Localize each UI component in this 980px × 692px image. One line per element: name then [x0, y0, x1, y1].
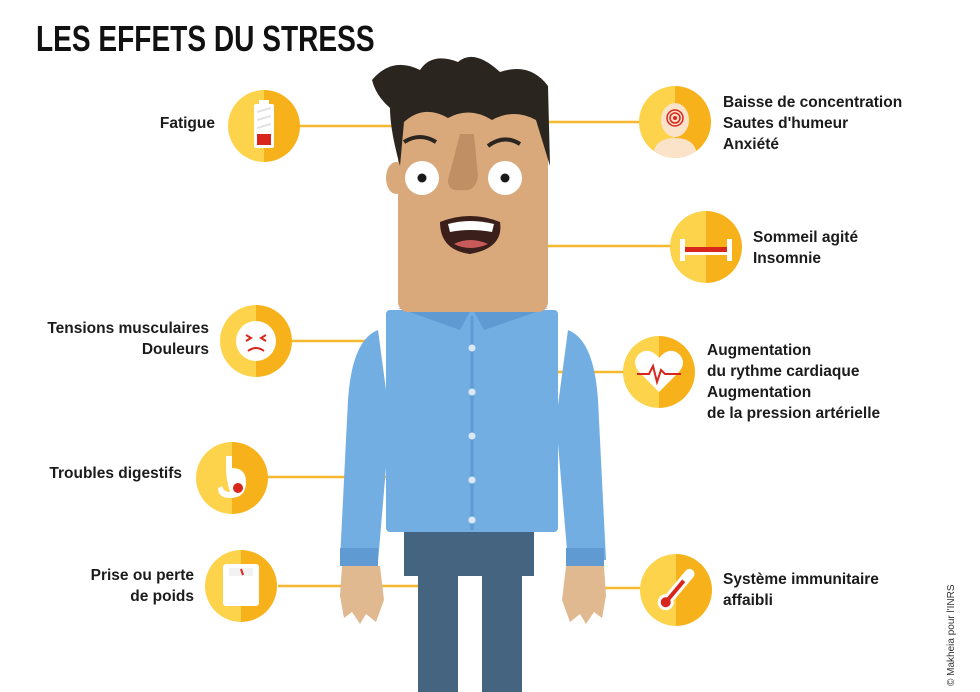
page-title: LES EFFETS DU STRESS [36, 18, 375, 59]
left-arm [340, 330, 390, 562]
left-cuff [340, 548, 378, 566]
neck-head [398, 100, 548, 312]
stomach-icon [196, 442, 268, 514]
effect-label-cardiaque: Augmentation du rythme cardiaque Augment… [707, 342, 881, 422]
right-cuff [566, 548, 604, 566]
right-eyebrow [486, 137, 522, 148]
bed-icon [670, 211, 742, 283]
effect-label-poids: Prise ou perte de poids [90, 567, 194, 605]
thermometer-icon [640, 554, 712, 626]
effect-label-digestif: Troubles digestifs [49, 465, 182, 482]
heart-pulse-icon [623, 336, 695, 408]
battery-low-icon [228, 90, 300, 162]
effect-label-sommeil: Sommeil agité Insomnie [753, 229, 859, 267]
right-hand [562, 566, 606, 624]
left-eyebrow [402, 135, 438, 144]
effect-label-concentration: Baisse de concentration Sautes d'humeur … [723, 94, 903, 153]
nose [448, 134, 478, 191]
effect-label-fatigue: Fatigue [159, 115, 215, 132]
left-ear [386, 162, 406, 194]
scale-icon [205, 550, 277, 622]
left-hand [340, 566, 384, 624]
pained-face-icon [220, 305, 292, 377]
pants-top [404, 526, 534, 576]
credit-text: © Makheia pour l'INRS [946, 584, 957, 686]
shirt-collar [398, 308, 548, 330]
right-arm [556, 330, 606, 562]
spiral-head-icon [639, 86, 711, 158]
effect-label-immunitaire: Système immunitaire affaibli [723, 571, 879, 609]
effect-label-tensions: Tensions musculaires Douleurs [47, 320, 209, 358]
hair [372, 56, 550, 167]
